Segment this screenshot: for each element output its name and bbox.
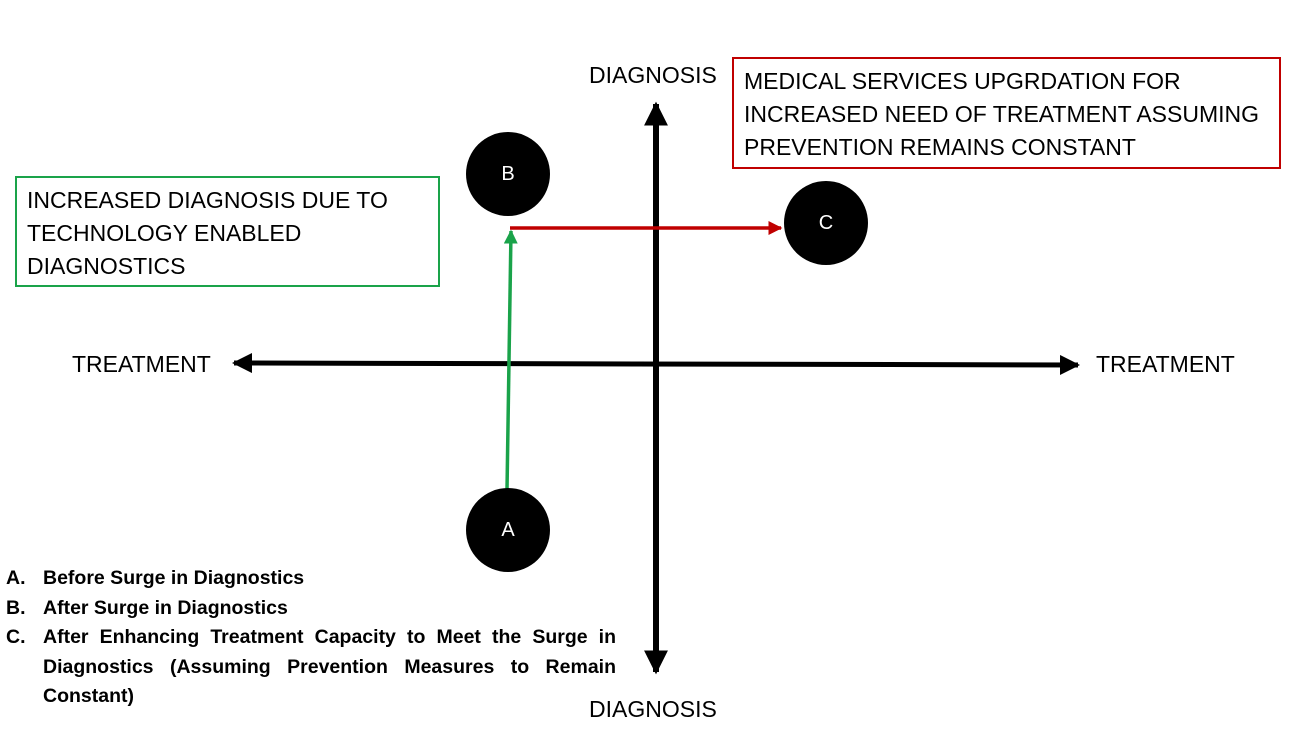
legend: A. Before Surge in Diagnostics B. After … (6, 564, 616, 712)
arrow-a-to-b (503, 229, 518, 491)
legend-item-a: A. Before Surge in Diagnostics (6, 564, 616, 594)
axis-label-right: TREATMENT (1096, 351, 1235, 377)
legend-text: After Enhancing Treatment Capacity to Me… (43, 626, 616, 707)
axis-label-left: TREATMENT (72, 351, 211, 377)
legend-item-c: C. After Enhancing Treatment Capacity to… (6, 623, 616, 712)
legend-item-b: B. After Surge in Diagnostics (6, 594, 616, 624)
node-c-label: C (818, 211, 834, 234)
legend-text: Before Surge in Diagnostics (43, 567, 305, 589)
node-a: A (466, 488, 550, 572)
annotation-increased-diagnosis: INCREASED DIAGNOSIS DUE TO TECHNOLOGY EN… (15, 176, 440, 287)
annotation-medical-services: MEDICAL SERVICES UPGRDATION FOR INCREASE… (732, 57, 1281, 169)
axis-label-bottom: DIAGNOSIS (589, 696, 717, 722)
axis-label-top: DIAGNOSIS (589, 62, 717, 88)
node-c: C (784, 181, 868, 265)
legend-marker: A. (6, 567, 26, 589)
node-b-label: B (501, 162, 515, 185)
annotation-increased-diagnosis-text: INCREASED DIAGNOSIS DUE TO TECHNOLOGY EN… (27, 187, 388, 279)
legend-text: After Surge in Diagnostics (43, 596, 288, 619)
node-b: B (466, 132, 550, 216)
horizontal-axis (232, 353, 1080, 375)
annotation-medical-services-text: MEDICAL SERVICES UPGRDATION FOR INCREASE… (744, 68, 1260, 160)
legend-marker: B. (6, 596, 26, 619)
legend-marker: C. (6, 626, 26, 648)
node-a-label: A (501, 518, 515, 541)
